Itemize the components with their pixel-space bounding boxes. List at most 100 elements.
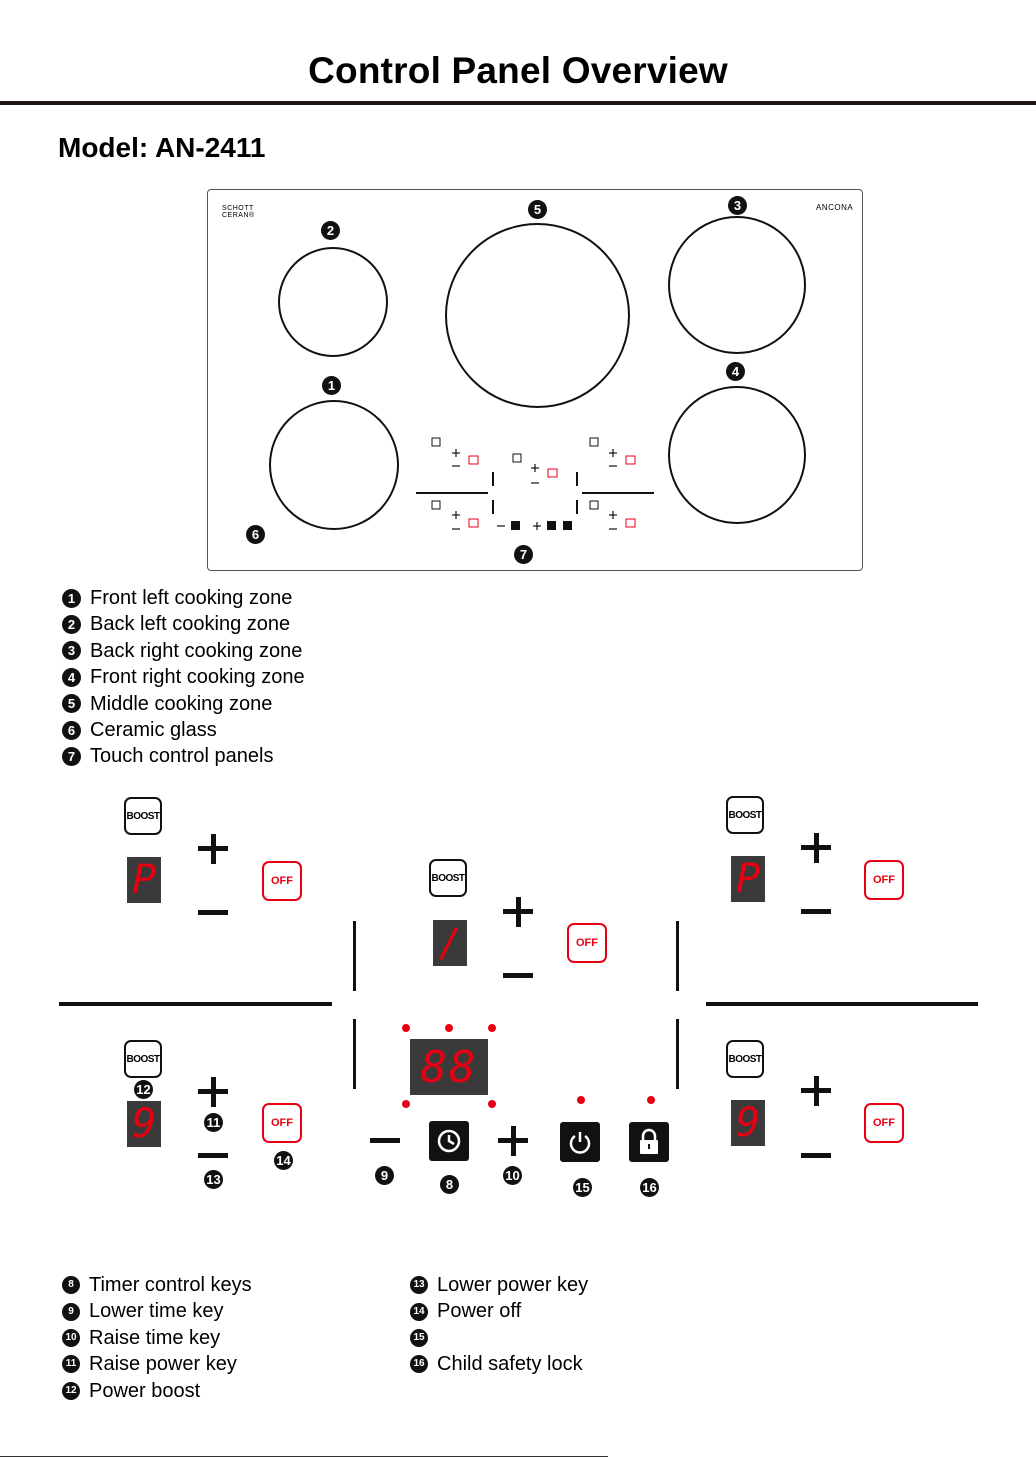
off-key-front-left[interactable]: OFF — [262, 1103, 302, 1143]
timer-indicator-dot — [445, 1024, 453, 1032]
timer-key[interactable] — [429, 1121, 469, 1161]
power-indicator-dot — [577, 1096, 585, 1104]
page-title: Control Panel Overview — [308, 50, 728, 91]
child-lock-key[interactable] — [629, 1122, 669, 1162]
legend-item: 15 — [410, 1325, 588, 1351]
mini-divider-left — [416, 492, 488, 494]
mini-vbar — [576, 472, 578, 486]
lock-icon — [640, 1128, 658, 1154]
plus-key-front-right-v — [814, 1076, 819, 1106]
minus-key-front-left[interactable] — [198, 1153, 228, 1158]
boost-key-front-left[interactable]: BOOST — [124, 1040, 162, 1078]
off-key-middle[interactable]: OFF — [567, 923, 607, 963]
panel-divider-horizontal — [706, 1002, 978, 1006]
ancona-logo: ANCONA — [816, 203, 854, 212]
minus-key-back-right[interactable] — [801, 909, 831, 914]
off-key-back-right[interactable]: OFF — [864, 860, 904, 900]
plus-key-back-right-v — [814, 833, 819, 863]
boost-key-back-left[interactable]: BOOST — [124, 797, 162, 835]
panel-divider — [676, 1019, 679, 1089]
mini-divider-right — [582, 492, 654, 494]
plus-key-middle-v — [516, 897, 521, 927]
callout-12: 12 — [134, 1080, 153, 1099]
timer-indicator-dot — [402, 1024, 410, 1032]
panel-divider — [353, 921, 356, 991]
callout-15: 15 — [573, 1178, 592, 1197]
hob-diagram: SCHOTT CERAN® ANCONA 2 5 — [207, 189, 863, 571]
back-right-zone — [668, 216, 806, 354]
power-icon — [569, 1132, 591, 1154]
callout-1: 1 — [322, 376, 341, 395]
mini-control-keys — [431, 437, 636, 530]
minus-key-middle[interactable] — [503, 973, 533, 978]
timer-indicator-dot — [488, 1100, 496, 1108]
mini-vbar — [492, 500, 494, 514]
front-right-zone — [668, 386, 806, 524]
minus-key-front-right[interactable] — [801, 1153, 831, 1158]
off-key-back-left[interactable]: OFF — [262, 861, 302, 901]
mini-vbar — [492, 472, 494, 486]
raise-time-key-v — [511, 1126, 516, 1156]
panel-divider-horizontal — [59, 1002, 332, 1006]
timer-indicator-dot — [402, 1100, 410, 1108]
callout-4: 4 — [726, 362, 745, 381]
boost-key-middle[interactable]: BOOST — [429, 859, 467, 897]
footer-rule — [0, 1456, 608, 1457]
callout-7: 7 — [514, 545, 533, 564]
timer-display: 88 — [410, 1039, 488, 1095]
front-left-zone — [269, 400, 399, 530]
callout-3: 3 — [728, 196, 747, 215]
power-display-front-right: 9 — [731, 1100, 765, 1146]
callout-5: 5 — [528, 200, 547, 219]
panel-divider — [353, 1019, 356, 1089]
callout-8: 8 — [440, 1175, 459, 1194]
callout-16: 16 — [640, 1178, 659, 1197]
power-display-front-left: 9 — [127, 1101, 161, 1147]
boost-key-back-right[interactable]: BOOST — [726, 796, 764, 834]
model-heading: Model: AN-2411 — [58, 132, 266, 163]
schott-ceran-logo: SCHOTT CERAN® — [222, 205, 255, 219]
clock-icon — [437, 1129, 461, 1153]
power-display-back-right: P — [731, 856, 765, 902]
minus-key-back-left[interactable] — [198, 910, 228, 915]
back-left-zone — [278, 247, 388, 357]
callout-9: 9 — [375, 1166, 394, 1185]
off-key-front-right[interactable]: OFF — [864, 1103, 904, 1143]
lower-time-key[interactable] — [370, 1138, 400, 1143]
power-key[interactable] — [560, 1122, 600, 1162]
mini-vbar — [576, 500, 578, 514]
callout-6: 6 — [246, 525, 265, 544]
callout-13: 13 — [204, 1170, 223, 1189]
power-display-middle: / — [433, 920, 467, 966]
plus-key-front-left-v — [211, 1077, 216, 1107]
panel-divider — [676, 921, 679, 991]
timer-indicator-dot — [488, 1024, 496, 1032]
title-divider — [0, 101, 1036, 105]
boost-key-front-right[interactable]: BOOST — [726, 1040, 764, 1078]
plus-key-back-left-v — [211, 834, 216, 864]
callout-10: 10 — [503, 1166, 522, 1185]
callout-11: 11 — [204, 1113, 223, 1132]
power-display-back-left: P — [127, 857, 161, 903]
callout-2: 2 — [321, 221, 340, 240]
callout-14: 14 — [274, 1151, 293, 1170]
middle-zone — [445, 223, 630, 408]
